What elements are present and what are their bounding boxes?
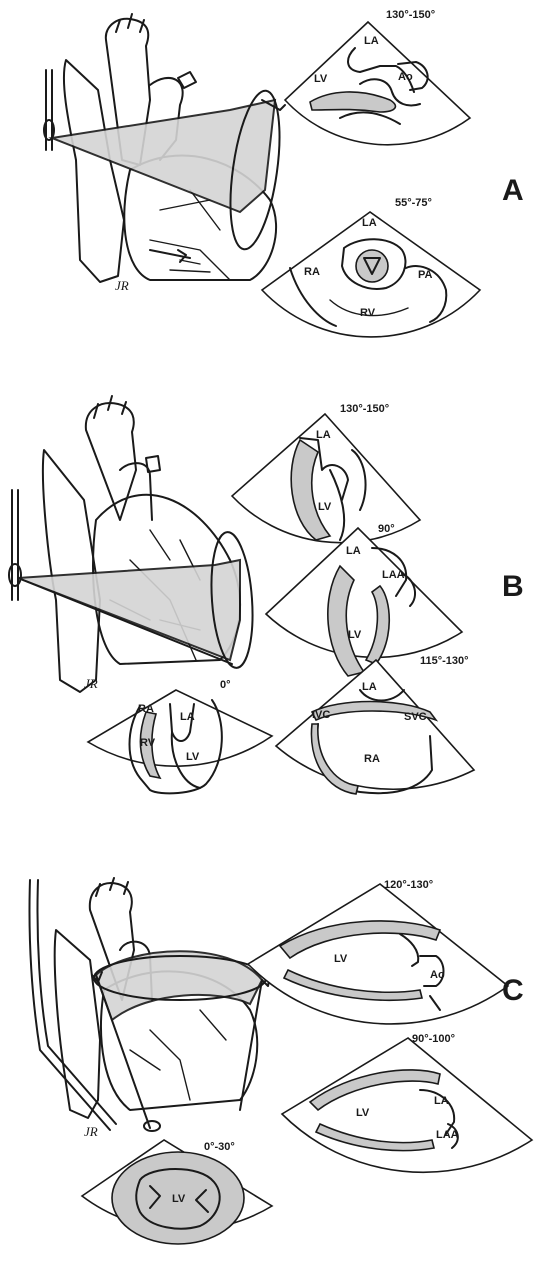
panel-c-echo-view-1: 120°-130° LV Ao — [248, 879, 508, 1024]
panel-a-view-2-angle: 55°-75° — [395, 197, 432, 209]
panel-c-view-2-label-laa: LAA — [436, 1129, 459, 1141]
panel-b-heart-drawing: JR — [9, 396, 257, 692]
panel-b: JR 130°-150° LA LV 90° LA LAA LV — [9, 396, 524, 794]
panel-b-signature: JR — [84, 676, 98, 691]
panel-b-view-4-angle: 115°-130° — [420, 655, 469, 667]
panel-a-view-2-label-rv: RV — [360, 307, 376, 319]
panel-a-signature: JR — [115, 278, 129, 293]
panel-b-view-3-label-lv: LV — [186, 751, 200, 763]
panel-b-view-1-label-lv: LV — [318, 501, 332, 513]
panel-b-view-3-label-la: LA — [180, 711, 195, 723]
panel-a-heart-drawing: JR — [44, 14, 288, 293]
panel-c-view-3-label-lv: LV — [172, 1193, 186, 1205]
panel-a-view-1-label-ao: Ao — [398, 71, 413, 83]
panel-a-view-1-angle: 130°-150° — [386, 9, 435, 21]
panel-b-view-3-label-rv: RV — [140, 737, 156, 749]
panel-c: JR 120°-130° LV Ao 90°-100° LV LA LAA — [29, 878, 532, 1244]
panel-b-view-2-angle: 90° — [378, 523, 395, 535]
panel-c-letter: C — [502, 974, 524, 1007]
panel-a: JR 130°-150° LA LV Ao 55°-75° LA RA — [44, 9, 524, 337]
panel-b-view-2-label-la: LA — [346, 545, 361, 557]
panel-b-view-4-label-ra: RA — [364, 753, 380, 765]
panel-a-view-2-label-la: LA — [362, 217, 377, 229]
panel-c-signature: JR — [84, 1124, 98, 1139]
panel-c-view-2-label-lv: LV — [356, 1107, 370, 1119]
panel-b-echo-view-4: 115°-130° LA IVC SVC RA — [276, 655, 474, 794]
panel-b-echo-view-1: 130°-150° LA LV — [232, 403, 420, 543]
panel-b-echo-view-2: 90° LA LAA LV — [266, 523, 462, 676]
panel-a-echo-view-1: 130°-150° LA LV Ao — [285, 9, 470, 145]
panel-b-view-4-label-la: LA — [362, 681, 377, 693]
panel-b-view-1-angle: 130°-150° — [340, 403, 389, 415]
panel-c-heart-drawing: JR — [29, 878, 270, 1139]
panel-b-view-4-label-ivc: IVC — [312, 709, 330, 721]
panel-a-view-2-label-pa: PA — [418, 269, 433, 281]
panel-b-view-2-label-laa: LAA — [382, 569, 405, 581]
panel-a-echo-view-2: 55°-75° LA RA PA RV — [262, 197, 480, 337]
panel-c-view-1-label-ao: Ao — [430, 969, 445, 981]
panel-b-view-2-label-lv: LV — [348, 629, 362, 641]
panel-b-letter: B — [502, 570, 524, 603]
panel-c-view-1-angle: 120°-130° — [384, 879, 433, 891]
panel-b-view-4-label-svc: SVC — [404, 711, 427, 723]
panel-b-echo-view-3: 0° RA LA RV LV — [88, 679, 272, 793]
panel-b-view-1-label-la: LA — [316, 429, 331, 441]
panel-c-view-1-label-lv: LV — [334, 953, 348, 965]
panel-c-view-2-label-la: LA — [434, 1095, 449, 1107]
panel-c-echo-view-2: 90°-100° LV LA LAA — [282, 1033, 532, 1172]
panel-c-echo-view-3: 0°-30° LV — [82, 1140, 272, 1244]
panel-a-view-1-label-la: LA — [364, 35, 379, 47]
panel-b-view-3-label-ra: RA — [138, 703, 154, 715]
panel-a-view-1-label-lv: LV — [314, 73, 328, 85]
panel-a-letter: A — [502, 174, 524, 207]
panel-c-view-2-angle: 90°-100° — [412, 1033, 455, 1045]
panel-c-view-3-angle: 0°-30° — [204, 1141, 235, 1153]
panel-a-view-2-label-ra: RA — [304, 266, 320, 278]
panel-b-view-3-angle: 0° — [220, 679, 231, 691]
